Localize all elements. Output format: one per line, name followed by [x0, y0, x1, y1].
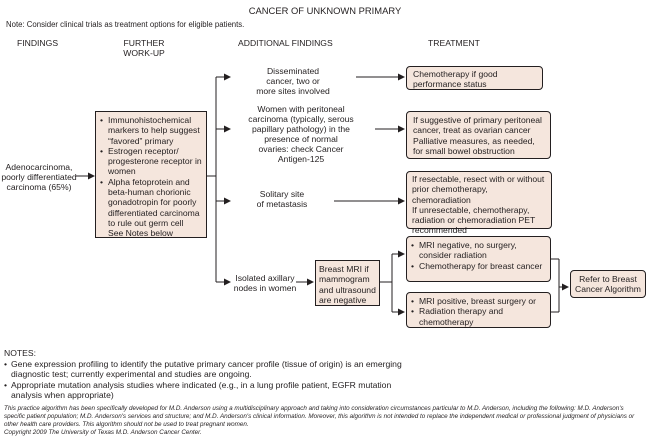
header-additional-findings: ADDITIONAL FINDINGS	[238, 38, 333, 48]
header-treatment: TREATMENT	[428, 38, 480, 48]
treatment-mri-negative: MRI negative, no surgery, consider radia…	[406, 236, 551, 282]
treatment-chemo-good-status: Chemotherapy if good performance status	[406, 66, 543, 90]
treatment-solitary: If resectable, resect with or without pr…	[406, 171, 552, 235]
copyright-text: Copyright 2009 The University of Texas M…	[4, 429, 202, 436]
workup-item: Estrogen receptor/ progesterone receptor…	[100, 146, 203, 177]
workup-see-notes: See Notes below	[108, 228, 173, 239]
workup-box: Immunohistochemical markers to help sugg…	[95, 111, 207, 238]
breast-mri-box: Breast MRI if mammogram and ultrasound a…	[315, 260, 380, 306]
workup-item: Immunohistochemical markers to help sugg…	[100, 115, 203, 146]
additional-peritoneal: Women with peritoneal carcinoma (typical…	[248, 104, 354, 164]
notes-heading: NOTES:	[4, 348, 36, 358]
page-title: CANCER OF UNKNOWN PRIMARY	[248, 5, 402, 16]
header-further-workup: FURTHER WORK-UP	[123, 38, 165, 58]
workup-item: Alpha fetoprotein and beta-human chorion…	[100, 177, 203, 228]
finding-adenocarcinoma: Adenocarcinoma, poorly differentiated ca…	[1, 162, 77, 192]
header-findings: FINDINGS	[17, 38, 59, 48]
treatment-peritoneal: If suggestive of primary peritoneal canc…	[406, 111, 551, 159]
note-item: Gene expression profiling to identify th…	[4, 359, 424, 380]
additional-axillary: Isolated axillary nodes in women	[233, 273, 297, 293]
note-item: Appropriate mutation analysis studies wh…	[4, 380, 424, 401]
notes-section: NOTES: Gene expression profiling to iden…	[4, 348, 424, 401]
treatment-mri-positive: MRI positive, breast surgery or Radiatio…	[406, 292, 551, 328]
clinical-trials-note: Note: Consider clinical trials as treatm…	[6, 20, 245, 29]
additional-disseminated: Disseminated cancer, two or more sites i…	[256, 66, 330, 96]
disclaimer-text: This practice algorithm has been specifi…	[4, 405, 635, 429]
additional-solitary: Solitary site of metastasis	[256, 189, 308, 209]
treatment-refer-breast: Refer to Breast Cancer Algorithm	[570, 270, 646, 298]
